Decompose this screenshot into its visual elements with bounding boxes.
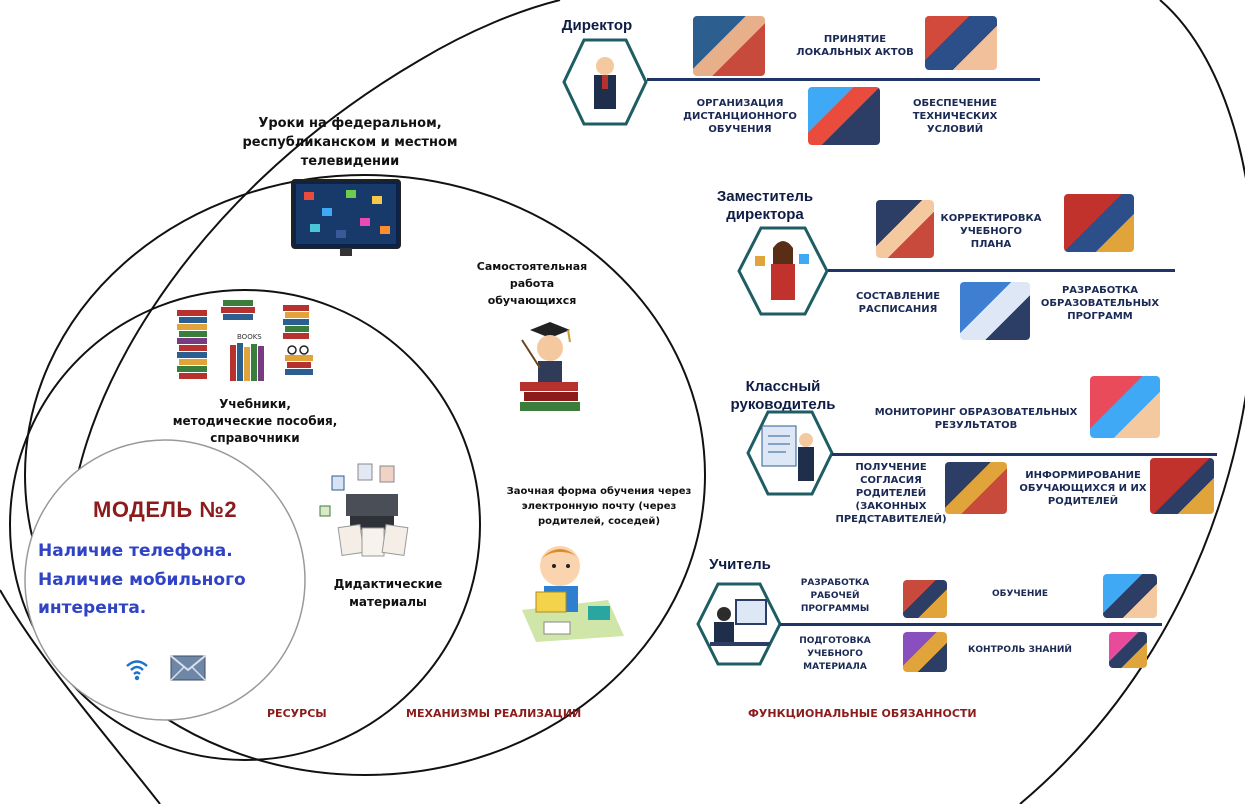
mechanisms-ring-label: МЕХАНИЗМЫ РЕАЛИЗАЦИИ [406,707,582,720]
class-teacher-illustration-1 [1090,376,1160,438]
director-illustration-3 [808,87,880,145]
role-class-teacher-l2: руководитель [730,396,836,413]
teacher-task-3-l3: МАТЕРИАЛА [803,662,867,672]
resources-ring-label: РЕСУРСЫ [267,707,327,720]
deputy-task-3-l2: ОБРАЗОВАТЕЛЬНЫХ [1040,298,1160,309]
class-teacher-task-3-l3: РОДИТЕЛЕЙ [1047,496,1119,507]
textbooks-label-3: справочники [210,431,300,445]
director-task-2-l3: ОБУЧЕНИЯ [708,124,772,135]
model-line-3: интерента. [38,598,147,618]
deputy-task-3-l3: ПРОГРАММ [1067,311,1133,322]
class-teacher-task-2-l5: ПРЕДСТАВИТЕЛЕЙ) [835,514,947,525]
child-reading-icon [522,546,624,642]
email-learning-label-2: электронную почту (через [521,501,677,512]
wifi-icon [126,660,148,681]
outer-ring-bottom [0,589,161,804]
deputy-task-1-l3: ПЛАНА [970,239,1012,250]
role-director: Директор [561,17,633,34]
model-line-2: Наличие мобильного [38,570,246,590]
self-work-label-2: работа [509,277,555,290]
class-teacher-illustration-2 [945,462,1007,514]
class-teacher-task-2-l1: ПОЛУЧЕНИЕ [855,462,927,473]
middle-ring [24,174,706,776]
director-line [647,78,1040,81]
scholar-icon [520,322,580,411]
deputy-task-2-l2: РАСПИСАНИЯ [858,304,938,315]
didactic-label-1: Дидактические [333,577,443,591]
director-illustration-2 [925,16,997,70]
teacher-hexagon [696,582,782,666]
director-task-2-l2: ДИСТАНЦИОННОГО [683,111,797,122]
deputy-line [828,269,1175,272]
deputy-task-2-l1: СОСТАВЛЕНИЕ [855,291,941,302]
class-teacher-task-2-l2: СОГЛАСИЯ [860,475,922,486]
deputy-task-1-l1: КОРРЕКТИРОВКА [940,213,1042,224]
email-learning-label-1: Заочная форма обучения через [506,486,692,497]
tv-icon [291,179,401,256]
role-teacher: Учитель [709,556,771,573]
deputy-hexagon [737,226,829,316]
tv-label-2: республиканском и местном [242,135,458,150]
teacher-task-1-l2: РАБОЧЕЙ [810,591,860,601]
class-teacher-task-1-l2: РЕЗУЛЬТАТОВ [934,420,1018,431]
outer-ring [68,0,561,561]
outer-ring-right [1019,0,1245,804]
teacher-task-2-l1: ОБУЧЕНИЕ [991,589,1049,599]
books-icon: BOOKS [177,300,313,381]
director-task-2-l1: ОРГАНИЗАЦИЯ [696,98,784,109]
self-work-label-3: обучающихся [487,294,577,307]
model-line-1: Наличие телефона. [38,541,233,561]
class-teacher-task-2-l4: (ЗАКОННЫХ [855,501,927,512]
teacher-task-4-l1: КОНТРОЛЬ ЗНАНИЙ [968,645,1072,655]
deputy-illustration-1 [876,200,934,258]
tv-label-3: телевидении [300,154,400,169]
teacher-task-1-l3: ПРОГРАММЫ [800,604,870,614]
textbooks-label-1: Учебники, [219,397,291,411]
director-task-3-l1: ОБЕСПЕЧЕНИЕ [913,98,997,109]
class-teacher-hexagon [746,410,834,496]
books-caption: BOOKS [237,333,262,341]
envelope-icon [170,655,206,681]
deputy-task-3-l1: РАЗРАБОТКА [1061,285,1139,296]
class-teacher-task-1-l1: МОНИТОРИНГ ОБРАЗОВАТЕЛЬНЫХ [874,407,1078,418]
teacher-line [780,623,1162,626]
duties-ring-label: ФУНКЦИОНАЛЬНЫЕ ОБЯЗАННОСТИ [748,707,977,720]
email-learning-label-3: родителей, соседей) [537,516,661,527]
didactic-label-2: материалы [349,595,427,609]
teacher-illustration-4 [1109,632,1147,668]
printer-icon [319,463,409,557]
role-deputy-l1: Заместитель [716,188,814,205]
teacher-task-1-l1: РАЗРАБОТКА [800,578,870,588]
class-teacher-task-2-l3: РОДИТЕЛЕЙ [855,488,927,499]
self-work-label-1: Самостоятельная [476,260,588,273]
director-task-3-l3: УСЛОВИЙ [926,124,984,135]
director-hexagon [562,38,648,126]
deputy-illustration-2 [1064,194,1134,252]
class-teacher-task-3-l1: ИНФОРМИРОВАНИЕ [1025,470,1141,481]
role-class-teacher-l1: Классный [745,378,821,395]
role-deputy-l2: директора [726,206,804,223]
inner-ring [9,289,481,761]
class-teacher-line [832,453,1217,456]
director-illustration-1 [693,16,765,76]
model-title: МОДЕЛЬ №2 [93,497,238,522]
teacher-illustration-2 [1103,574,1157,618]
teacher-task-3-l2: УЧЕБНОГО [807,649,863,659]
textbooks-label-2: методические пособия, [172,414,338,428]
deputy-task-1-l2: УЧЕБНОГО [960,226,1022,237]
deputy-illustration-3 [960,282,1030,340]
director-task-1-l2: ЛОКАЛЬНЫХ АКТОВ [796,47,914,58]
class-teacher-task-3-l2: ОБУЧАЮЩИХСЯ И ИХ [1019,483,1147,494]
director-task-3-l2: ТЕХНИЧЕСКИХ [912,111,998,122]
director-task-1-l1: ПРИНЯТИЕ [823,34,887,45]
tv-label-1: Уроки на федеральном, [258,116,442,131]
core-ring [24,439,306,721]
teacher-task-3-l1: ПОДГОТОВКА [799,636,871,646]
teacher-illustration-1 [903,580,947,618]
teacher-illustration-3 [903,632,947,672]
class-teacher-illustration-3 [1150,458,1214,514]
